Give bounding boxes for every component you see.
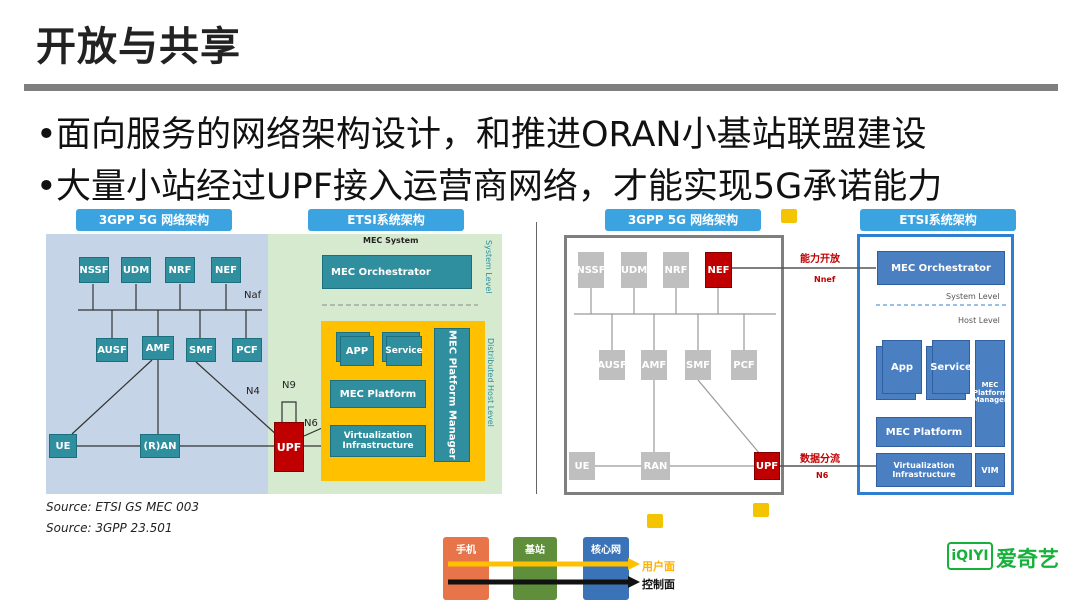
right-nssf-node: NSSF: [576, 252, 606, 288]
left-3gpp-header: 3GPP 5G 网络架构: [76, 209, 232, 231]
left-dist-host-label: Distributed Host Level: [486, 338, 495, 427]
comment-icon: [753, 503, 769, 517]
right-smf-node: SMF: [685, 350, 711, 380]
left-mec-platform-manager: MEC Platform Manager: [434, 328, 470, 462]
data-offload-label: 数据分流: [800, 454, 840, 465]
left-service-node: Service: [385, 336, 423, 366]
left-nrf-node: NRF: [165, 257, 195, 283]
panel-divider: [536, 222, 537, 494]
left-n9-label: N9: [282, 380, 296, 391]
right-upf-node: UPF: [754, 452, 780, 480]
right-etsi-frame: [857, 234, 1014, 495]
right-ausf-node: AUSF: [597, 350, 627, 380]
core-label: 核心网: [591, 545, 621, 556]
right-pcf-node: PCF: [731, 350, 757, 380]
page-title: 开放与共享: [36, 24, 241, 70]
source-etsi: Source: ETSI GS MEC 003: [46, 500, 199, 514]
right-vim-node: VIM: [975, 453, 1005, 487]
left-n4-label: N4: [246, 386, 260, 397]
left-amf-node: AMF: [142, 336, 174, 360]
left-pcf-node: PCF: [232, 338, 262, 362]
iqiyi-logo-mark: iQIYI: [951, 548, 989, 564]
left-virt-infra: Virtualization Infrastructure: [330, 425, 426, 457]
iqiyi-logo: iQIYI: [947, 542, 993, 570]
right-nrf-node: NRF: [663, 252, 689, 288]
right-udm-node: UDM: [621, 252, 647, 288]
user-plane-label: 用户面: [642, 560, 675, 573]
left-nef-node: NEF: [211, 257, 241, 283]
basestation-column: [513, 537, 557, 600]
right-ue-node: UE: [569, 452, 595, 480]
left-mec-pm-text: MEC Platform Manager: [446, 330, 458, 460]
right-ran-node: RAN: [641, 452, 670, 480]
left-smf-node: SMF: [186, 338, 216, 362]
right-amf-node: AMF: [641, 350, 667, 380]
right-mec-orchestrator: MEC Orchestrator: [877, 251, 1005, 285]
right-3gpp-frame: [564, 235, 784, 495]
left-system-level-label: System Level: [484, 240, 493, 294]
left-mec-system-label: MEC System: [363, 236, 419, 245]
left-udm-node: UDM: [121, 257, 151, 283]
left-ran-node: (R)AN: [140, 434, 180, 458]
iqiyi-logo-name: 爱奇艺: [996, 547, 1059, 571]
bullet-1: •面向服务的网络架构设计，和推进ORAN小基站联盟建设: [36, 115, 927, 155]
capability-exposure-label: 能力开放: [800, 254, 840, 265]
right-nef-node: NEF: [705, 252, 732, 288]
basestation-label: 基站: [525, 545, 545, 556]
source-3gpp: Source: 3GPP 23.501: [46, 521, 173, 535]
bullet-2: •大量小站经过UPF接入运营商网络，才能实现5G承诺能力: [36, 167, 943, 207]
comment-icon: [781, 209, 797, 223]
left-upf-node: UPF: [274, 422, 304, 472]
comment-icon: [647, 514, 663, 528]
core-column: [583, 537, 629, 600]
phone-label: 手机: [456, 545, 476, 556]
left-n6-label: N6: [304, 418, 318, 429]
left-ue-node: UE: [49, 434, 77, 458]
right-mec-platform: MEC Platform: [876, 417, 972, 447]
right-n6-label: N6: [816, 471, 829, 480]
title-rule: [24, 84, 1058, 91]
right-virt-infra: Virtualization Infrastructure: [876, 453, 972, 487]
left-mec-platform: MEC Platform: [330, 380, 426, 408]
right-etsi-header: ETSI系统架构: [860, 209, 1016, 231]
left-app-node: APP: [340, 336, 374, 366]
right-3gpp-header: 3GPP 5G 网络架构: [605, 209, 761, 231]
control-plane-label: 控制面: [642, 578, 675, 591]
nnef-label: Nnef: [814, 275, 836, 284]
right-mec-platform-manager: MEC Platform Manager: [973, 340, 1007, 447]
phone-column: [443, 537, 489, 600]
right-app-node: App: [882, 340, 922, 394]
right-system-level-label: System Level: [946, 292, 1000, 301]
left-nssf-node: NSSF: [79, 257, 109, 283]
left-naf-label: Naf: [244, 290, 262, 301]
left-etsi-header: ETSI系统架构: [308, 209, 464, 231]
left-ausf-node: AUSF: [96, 338, 128, 362]
right-host-level-label: Host Level: [958, 316, 1000, 325]
right-service-node: Service: [930, 340, 972, 394]
left-mec-orchestrator: MEC Orchestrator: [322, 255, 472, 289]
